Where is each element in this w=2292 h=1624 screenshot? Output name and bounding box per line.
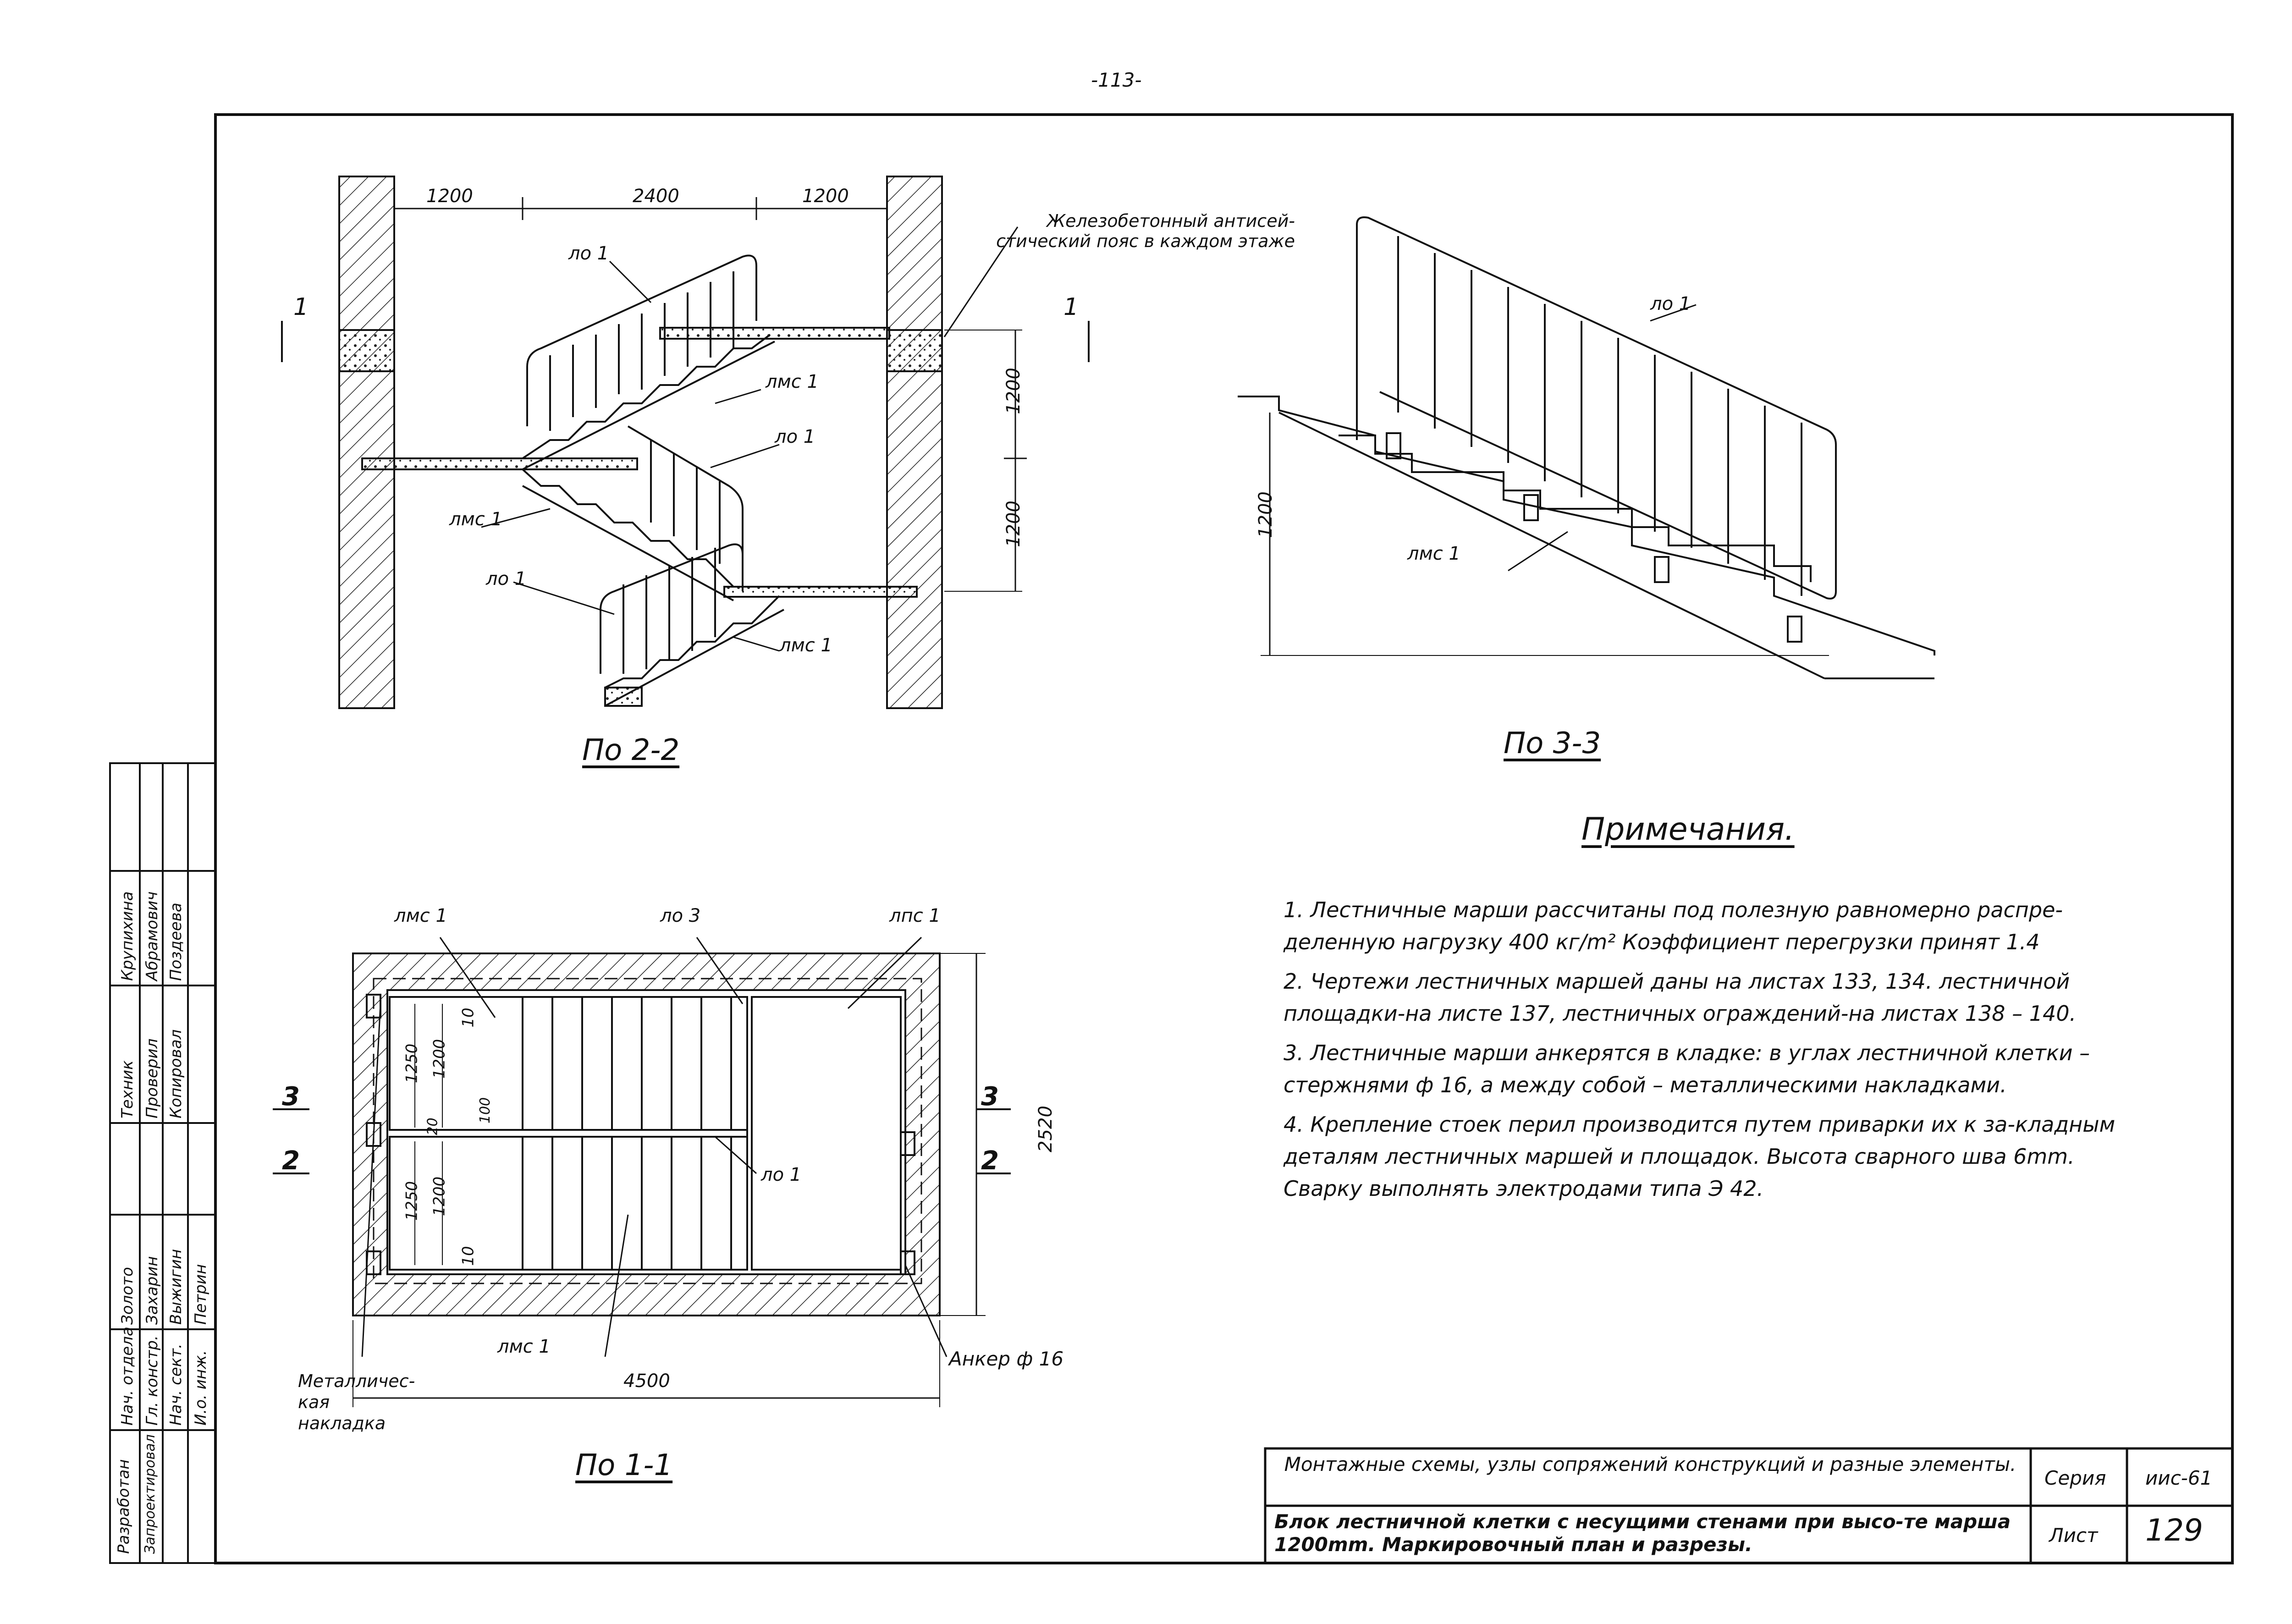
section-mark-2-2-right: 1 xyxy=(1063,293,1079,321)
section-mark-2-2-left: 1 xyxy=(293,293,309,321)
dim-1-1-lower-c: 10 xyxy=(459,1246,478,1266)
sig-name-b-3: Поздеева xyxy=(167,903,185,981)
dim-2-2-right-1: 1200 xyxy=(1003,368,1024,414)
callout-1-1-lo3: ло 3 xyxy=(660,905,701,926)
sig-role-b-2: Проверил xyxy=(143,1038,161,1118)
callout-3-3-lms: лмс 1 xyxy=(1407,543,1460,564)
callout-1-1-lps: лпс 1 xyxy=(889,905,941,926)
view-1-1-drawing xyxy=(273,936,1011,1407)
sheet-number: 129 xyxy=(2145,1513,2203,1548)
callout-2-2-lms-a: лмс 1 xyxy=(766,371,819,392)
callout-3-3-lo: ло 1 xyxy=(1650,293,1691,314)
sig-role-3: Нач. сект. xyxy=(167,1343,185,1426)
section-mark-1-1-left-3: 3 xyxy=(282,1082,300,1112)
sig-name-a-4: Петрин xyxy=(192,1264,210,1325)
section-mark-1-1-right-2: 2 xyxy=(981,1146,999,1176)
dim-1-1-upper-b: 1200 xyxy=(430,1039,449,1079)
dim-2-2-top-3: 1200 xyxy=(802,186,849,207)
dim-2-2-top-2: 2400 xyxy=(633,186,679,207)
callout-1-1-lms-top: лмс 1 xyxy=(394,905,447,926)
note-3: 3. Лестничные марши анкерятся в кладке: … xyxy=(1284,1040,2090,1097)
sig-role-2: Гл. констр. xyxy=(143,1335,161,1426)
sig-role-b-1: Техник xyxy=(118,1060,137,1118)
dim-1-1-mid-a: 20 xyxy=(424,1118,441,1135)
section-mark-1-1-right-3: 3 xyxy=(981,1082,999,1112)
dim-1-1-bottom: 4500 xyxy=(623,1371,670,1392)
dim-1-1-lower-a: 1250 xyxy=(402,1181,421,1221)
sig-col-title-2: Запроектировал xyxy=(142,1434,158,1554)
dim-1-1-upper-c: 10 xyxy=(459,1007,478,1028)
notes-title: Примечания. xyxy=(1581,811,1795,848)
sig-col-title-1: Разработан xyxy=(115,1459,133,1554)
sig-name-b-2: Абрамович xyxy=(143,891,161,981)
callout-2-2-lo-b: ло 1 xyxy=(775,426,815,447)
note-4: 4. Крепление стоек перил производится пу… xyxy=(1284,1112,2116,1201)
sig-name-a-1: Золото xyxy=(118,1267,137,1325)
view-2-2-drawing xyxy=(281,176,1090,709)
view-2-2-label: По 2-2 xyxy=(582,733,680,767)
signature-table xyxy=(109,762,216,1564)
callout-2-2-lo-a: ло 1 xyxy=(568,243,609,264)
anchor-label: Анкер ф 16 xyxy=(949,1348,1064,1370)
note-1: 1. Лестничные марши рассчитаны под полез… xyxy=(1284,897,2063,954)
sig-name-a-2: Захарин xyxy=(143,1256,161,1325)
callout-2-2-lms-b: лмс 1 xyxy=(449,509,502,530)
series-label: Серия xyxy=(2044,1467,2106,1489)
title-block xyxy=(1264,1447,2234,1564)
view-1-1-label: По 1-1 xyxy=(575,1448,673,1482)
callout-1-1-lo1: ло 1 xyxy=(761,1164,802,1185)
title-line-2: Блок лестничной клетки с несущими стенам… xyxy=(1274,1510,2011,1556)
dim-1-1-right: 2520 xyxy=(1035,1106,1056,1152)
sig-role-1: Нач. отдела xyxy=(118,1327,137,1426)
note-2: 2. Чертежи лестничных маршей даны на лис… xyxy=(1284,969,2077,1026)
notes-block: 1. Лестничные марши рассчитаны под полез… xyxy=(1284,894,2154,1212)
dim-1-1-upper-a: 1250 xyxy=(402,1043,421,1084)
sig-role-4: И.о. инж. xyxy=(192,1350,210,1426)
view-3-3-drawing xyxy=(1238,216,1935,679)
callout-2-2-lo-c: ло 1 xyxy=(486,568,527,589)
sheet-top-mark: -113- xyxy=(1091,69,1142,91)
callout-2-2-lms-c: лмс 1 xyxy=(779,635,832,656)
dim-3-3-left: 1200 xyxy=(1255,491,1276,538)
sig-name-a-3: Выжигин xyxy=(167,1249,185,1325)
view-3-3-label: По 3-3 xyxy=(1504,727,1601,760)
section-mark-1-1-left-2: 2 xyxy=(282,1146,300,1176)
sig-role-b-3: Копировал xyxy=(167,1029,185,1118)
callout-antiseismic-belt: Железобетонный антисей-стический пояс в … xyxy=(996,211,1295,251)
sheet-label: Лист xyxy=(2049,1524,2098,1547)
plate-label: Металличес-кая накладка xyxy=(298,1371,415,1433)
dim-2-2-top-1: 1200 xyxy=(426,186,473,207)
dim-2-2-right-2: 1200 xyxy=(1003,501,1024,547)
sig-name-b-1: Крупихина xyxy=(118,891,137,981)
series-value: иис-61 xyxy=(2145,1467,2213,1489)
callout-1-1-lms-bottom: лмс 1 xyxy=(497,1336,551,1357)
title-line-1: Монтажные схемы, узлы сопряжений констру… xyxy=(1284,1453,2017,1475)
dim-1-1-lower-b: 1200 xyxy=(430,1176,449,1217)
dim-1-1-mid-b: 100 xyxy=(477,1097,494,1124)
